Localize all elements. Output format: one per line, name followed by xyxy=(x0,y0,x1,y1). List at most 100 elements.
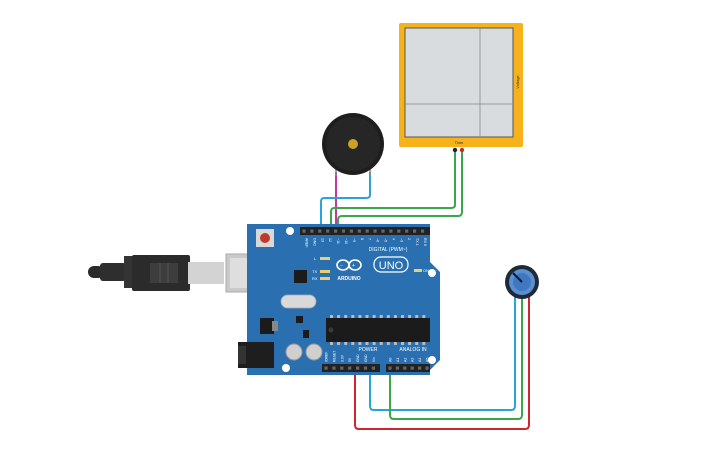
potentiometer[interactable] xyxy=(505,265,539,299)
scope-terminal-pos[interactable] xyxy=(459,147,465,153)
power-pin-hole[interactable] xyxy=(324,366,328,370)
power-pin-label: GND xyxy=(364,354,368,362)
power-pin-hole[interactable] xyxy=(363,366,368,370)
usb-chip xyxy=(294,270,307,283)
status-leds: L TX RX ON xyxy=(312,256,429,281)
arduino-logo: − + UNO ARDUINO xyxy=(336,256,409,282)
buzzer-center xyxy=(348,139,358,149)
power-pin-hole[interactable] xyxy=(340,366,344,370)
voltage-regulator xyxy=(260,318,274,334)
wire-pot-green[interactable] xyxy=(389,296,523,420)
atmega-chip xyxy=(326,315,430,345)
analog-pin-hole[interactable] xyxy=(418,366,422,370)
analog-label: ANALOG IN xyxy=(399,347,427,353)
digital-pin-hole[interactable] xyxy=(318,229,322,233)
piezo-buzzer[interactable] xyxy=(322,113,384,176)
digital-pin-hole[interactable] xyxy=(381,229,385,233)
led-l-label: L xyxy=(314,256,317,261)
digital-pin-label: TX 1 xyxy=(415,238,419,246)
brand-label: ARDUINO xyxy=(337,276,360,282)
digital-pin-hole[interactable] xyxy=(365,229,369,233)
digital-pin-label: 13 xyxy=(320,238,324,242)
digital-header xyxy=(300,227,430,235)
bottom-pin-holes xyxy=(324,366,429,370)
digital-pin-label: ~10 xyxy=(344,238,348,244)
analog-pin-hole[interactable] xyxy=(395,366,399,370)
scope-screen xyxy=(404,27,514,138)
analog-pin-label: A1 xyxy=(396,358,400,362)
digital-pin-label: 4 xyxy=(391,238,395,240)
digital-pin-hole[interactable] xyxy=(302,229,306,233)
analog-pin-label: A5 xyxy=(426,358,430,362)
digital-pin-label: 2 xyxy=(407,238,411,240)
analog-pin-label: A0 xyxy=(389,358,393,362)
oscilloscope[interactable]: Voltage Time xyxy=(399,23,523,153)
digital-pin-hole[interactable] xyxy=(373,229,377,233)
digital-pin-hole[interactable] xyxy=(413,229,417,233)
power-pin-label: IOREF xyxy=(325,352,329,362)
power-pin-hole[interactable] xyxy=(371,366,375,370)
digital-pin-hole[interactable] xyxy=(326,229,330,233)
digital-pin-hole[interactable] xyxy=(341,229,346,233)
power-pin-hole[interactable] xyxy=(356,366,360,370)
digital-pin-hole[interactable] xyxy=(420,229,425,233)
wire-buzzer-blue[interactable] xyxy=(320,172,371,227)
digital-pin-hole[interactable] xyxy=(334,229,338,233)
analog-pin-hole[interactable] xyxy=(388,366,392,370)
digital-pin-label: 8 xyxy=(360,238,364,240)
analog-pin-label: A4 xyxy=(418,358,422,362)
analog-pin-label: A3 xyxy=(411,358,415,362)
digital-pin-hole[interactable] xyxy=(389,229,393,233)
crystal xyxy=(280,294,317,309)
svg-text:+: + xyxy=(352,263,355,269)
power-pin-label: 3.3V xyxy=(340,354,344,362)
digital-pin-label: ~11 xyxy=(336,238,340,244)
analog-pin-hole[interactable] xyxy=(410,366,414,370)
scope-y-label: Voltage xyxy=(515,75,520,89)
digital-pin-label: GND xyxy=(312,238,316,246)
pot-knob-indicator xyxy=(512,272,523,283)
usb-cable[interactable] xyxy=(88,253,275,293)
scope-terminal-neg[interactable] xyxy=(452,147,458,153)
digital-pin-label: ~5 xyxy=(384,238,388,242)
power-pin-label: Vin xyxy=(372,357,376,362)
digital-pin-label: 7 xyxy=(368,238,372,240)
wire-scope-green-1[interactable] xyxy=(330,152,456,227)
analog-pin-hole[interactable] xyxy=(403,366,407,370)
digital-pin-label: ~6 xyxy=(376,238,380,242)
small-chip xyxy=(296,316,303,323)
digital-pin-holes xyxy=(302,229,425,233)
reset-button[interactable] xyxy=(256,229,274,247)
svg-text:−: − xyxy=(340,263,343,269)
wire-scope-green-2[interactable] xyxy=(337,152,463,227)
digital-pin-label: ~9 xyxy=(352,238,356,242)
digital-pin-hole[interactable] xyxy=(310,229,314,233)
model-label: UNO xyxy=(379,260,404,272)
digital-pin-hole[interactable] xyxy=(357,229,361,233)
digital-pin-hole[interactable] xyxy=(405,229,409,233)
digital-pin-hole[interactable] xyxy=(349,229,353,233)
power-label: POWER xyxy=(359,347,378,353)
analog-pin-hole[interactable] xyxy=(425,366,429,370)
digital-label: DIGITAL (PWM~) xyxy=(369,247,408,253)
digital-pin-label: ~3 xyxy=(399,238,403,242)
wires xyxy=(320,152,530,430)
wire-pot-blue[interactable] xyxy=(369,296,516,411)
digital-pin-label: RX 0 xyxy=(423,238,427,246)
power-pin-label: RESET xyxy=(332,351,336,362)
wire-pot-red[interactable] xyxy=(354,296,530,430)
led-rx-label: RX xyxy=(312,276,318,281)
led-tx-label: TX xyxy=(312,269,317,274)
capacitor-1 xyxy=(285,343,303,361)
power-pin-hole[interactable] xyxy=(348,366,352,370)
analog-pin-label: A2 xyxy=(403,358,407,362)
analog-header xyxy=(386,364,430,372)
digital-pin-hole[interactable] xyxy=(397,229,401,233)
power-pin-hole[interactable] xyxy=(332,366,336,370)
capacitor-2 xyxy=(305,343,323,361)
